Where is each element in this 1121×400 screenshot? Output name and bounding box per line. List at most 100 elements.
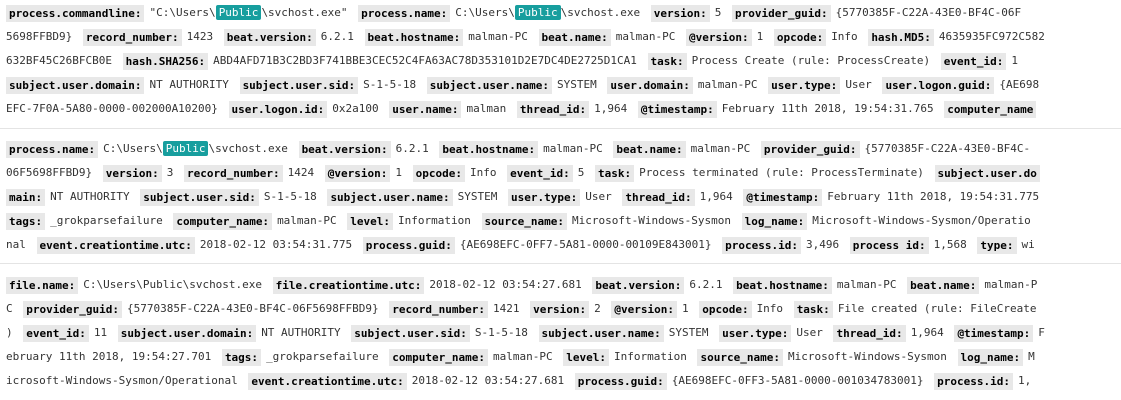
field-key[interactable]: task:: [595, 164, 635, 182]
field-key[interactable]: opcode:: [773, 28, 827, 46]
field-value: Info: [831, 30, 858, 43]
field-key[interactable]: thread_id:: [516, 100, 590, 118]
field-key[interactable]: process.id:: [934, 372, 1013, 390]
field-value: EFC-7F0A-5A80-0000-002000A10200}: [6, 102, 218, 115]
search-highlight: Public: [514, 5, 561, 20]
document-row[interactable]: process.name:C:\Users\Public\svchost.exe…: [0, 138, 1121, 259]
field-key[interactable]: subject.user.name:: [426, 76, 552, 94]
field-key[interactable]: provider_guid:: [760, 140, 860, 158]
field-key[interactable]: opcode:: [699, 300, 752, 318]
field-key[interactable]: file.name:: [6, 276, 79, 294]
field-key[interactable]: subject.user.domain:: [117, 324, 257, 342]
field-key[interactable]: event.creationtime.utc:: [36, 236, 195, 254]
field-key[interactable]: version:: [530, 300, 590, 318]
field-key[interactable]: @timestamp:: [954, 324, 1034, 342]
field-key[interactable]: type:: [977, 236, 1017, 254]
field-key[interactable]: thread_id:: [622, 188, 695, 206]
field-key[interactable]: record_number:: [82, 28, 182, 46]
field-key[interactable]: main:: [6, 188, 46, 206]
field-key[interactable]: provider_guid:: [731, 4, 831, 22]
field-key[interactable]: @version:: [685, 28, 752, 46]
field-key[interactable]: beat.name:: [907, 276, 980, 294]
field-key[interactable]: source_name:: [481, 212, 568, 230]
field-key[interactable]: @timestamp:: [743, 188, 823, 206]
field-key[interactable]: hash.SHA256:: [122, 52, 209, 70]
field-key[interactable]: thread_id:: [833, 324, 906, 342]
field-key[interactable]: event_id:: [23, 324, 89, 342]
field-key[interactable]: subject.user.domain:: [6, 76, 145, 94]
field-value: _grokparsefailure: [50, 214, 163, 227]
field-key[interactable]: task:: [647, 52, 687, 70]
field-key[interactable]: file.creationtime.utc:: [272, 276, 425, 294]
field-key[interactable]: process.name:: [6, 140, 99, 158]
field-value: 1: [1011, 54, 1018, 67]
field-key[interactable]: tags:: [221, 348, 262, 366]
field-value: S-1-5-18: [263, 190, 317, 203]
field-key[interactable]: computer_name:: [173, 212, 273, 230]
field-key[interactable]: level:: [347, 212, 394, 230]
field-value: 0x2a100: [332, 102, 379, 115]
field-key[interactable]: event_id:: [507, 164, 573, 182]
field-key[interactable]: beat.name:: [538, 28, 611, 46]
field-key[interactable]: beat.version:: [298, 140, 391, 158]
document-line: 5698FFBD9} record_number:1423 beat.versi…: [6, 26, 1118, 48]
field-key[interactable]: version:: [102, 164, 162, 182]
field-key[interactable]: level:: [563, 348, 609, 366]
field-value: M: [1028, 350, 1035, 363]
field-key[interactable]: version:: [650, 4, 710, 22]
document-line: tags:_grokparsefailure computer_name:mal…: [6, 210, 1118, 232]
field-key[interactable]: source_name:: [697, 348, 783, 366]
field-key[interactable]: subject.user.name:: [327, 188, 453, 206]
field-key[interactable]: record_number:: [183, 164, 283, 182]
field-key[interactable]: provider_guid:: [23, 300, 122, 318]
field-key[interactable]: subject.user.sid:: [140, 188, 259, 206]
field-value: 5698FFBD9}: [6, 30, 73, 43]
field-value: C:\Users\: [103, 142, 163, 155]
field-value: SYSTEM: [668, 326, 709, 339]
field-key[interactable]: @version:: [324, 164, 391, 182]
field-key[interactable]: process id:: [849, 236, 929, 254]
field-key[interactable]: record_number:: [389, 300, 488, 318]
field-key[interactable]: user.type:: [719, 324, 792, 342]
field-key[interactable]: subject.user.do: [934, 164, 1040, 182]
field-key[interactable]: beat.version:: [223, 28, 316, 46]
field-key[interactable]: log_name:: [741, 212, 808, 230]
field-key[interactable]: beat.hostname:: [733, 276, 832, 294]
field-key[interactable]: process.id:: [722, 236, 802, 254]
document-row[interactable]: process.commandline:"C:\Users\Public\svc…: [0, 2, 1121, 123]
field-key[interactable]: beat.hostname:: [439, 140, 539, 158]
field-key[interactable]: user.type:: [768, 76, 841, 94]
field-key[interactable]: computer_name:: [389, 348, 488, 366]
field-key[interactable]: computer_name: [944, 100, 1037, 118]
field-key[interactable]: beat.hostname:: [364, 28, 464, 46]
field-key[interactable]: subject.user.sid:: [239, 76, 359, 94]
field-key[interactable]: event_id:: [940, 52, 1007, 70]
field-value: User: [585, 190, 612, 203]
field-key[interactable]: tags:: [6, 212, 46, 230]
field-key[interactable]: subject.user.sid:: [351, 324, 470, 342]
field-key[interactable]: process.guid:: [574, 372, 667, 390]
field-key[interactable]: user.name:: [389, 100, 462, 118]
field-key[interactable]: user.domain:: [607, 76, 693, 94]
field-key[interactable]: task:: [793, 300, 833, 318]
field-key[interactable]: @timestamp:: [637, 100, 717, 118]
field-key[interactable]: hash.MD5:: [868, 28, 934, 46]
field-key[interactable]: beat.version:: [592, 276, 685, 294]
field-value: 3: [166, 166, 174, 179]
field-key[interactable]: user.logon.id:: [228, 100, 328, 118]
field-key[interactable]: subject.user.name:: [538, 324, 664, 342]
field-key[interactable]: process.name:: [358, 4, 451, 22]
field-value: \svchost.exe: [560, 6, 641, 19]
document-row[interactable]: file.name: C:\Users\Public\svchost.exe fi…: [0, 274, 1121, 395]
field-key[interactable]: opcode:: [412, 164, 466, 182]
field-value: C:\Users\Public\svchost.exe: [83, 278, 263, 291]
field-key[interactable]: process.commandline:: [6, 4, 145, 22]
field-key[interactable]: @version:: [611, 300, 677, 318]
field-key[interactable]: beat.name:: [613, 140, 686, 158]
field-key[interactable]: event.creationtime.utc:: [248, 372, 407, 390]
field-key[interactable]: user.type:: [508, 188, 581, 206]
field-value: February 11th 2018, 19:54:31.775: [827, 190, 1040, 203]
field-key[interactable]: user.logon.guid:: [882, 76, 995, 94]
field-key[interactable]: process.guid:: [362, 236, 455, 254]
field-key[interactable]: log_name:: [957, 348, 1024, 366]
